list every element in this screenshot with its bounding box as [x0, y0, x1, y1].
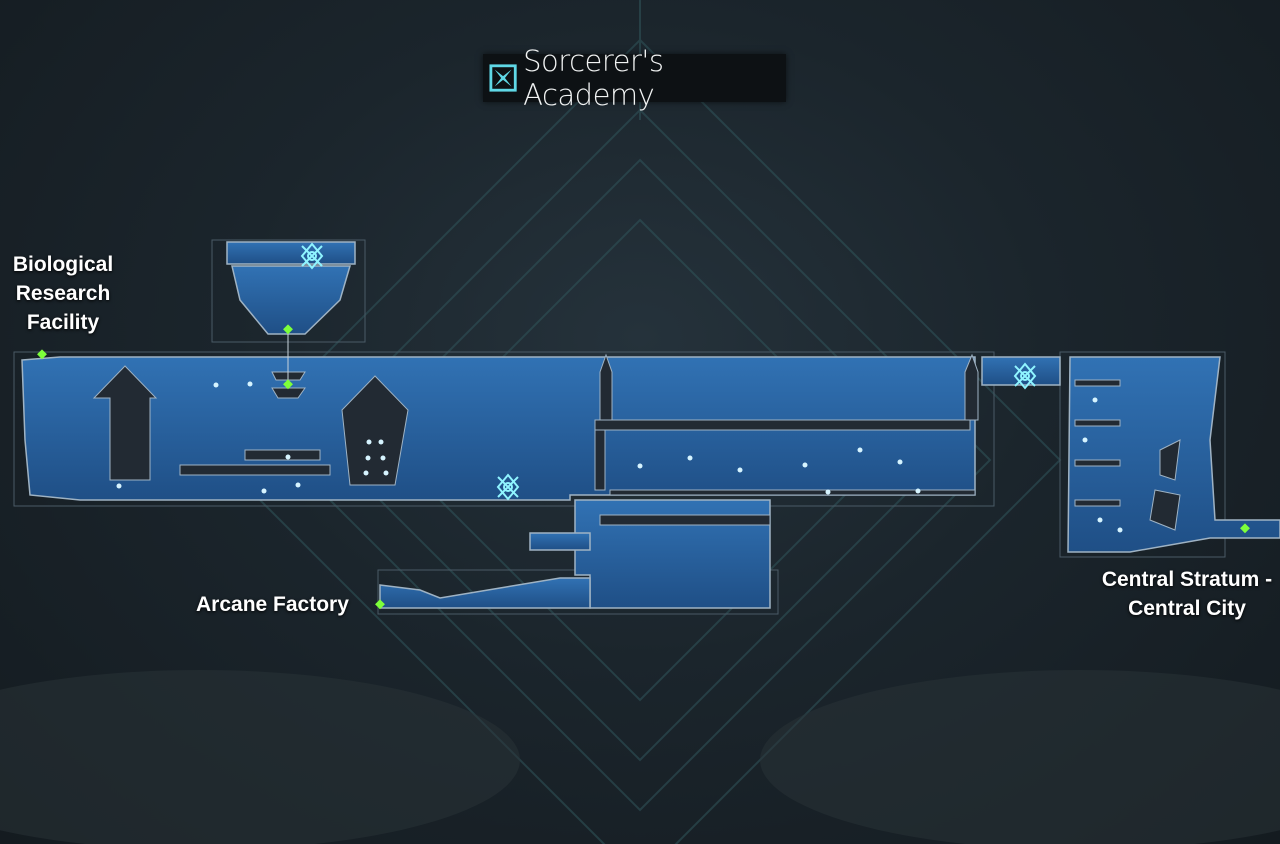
- map-room-upper-chamber: [226, 241, 356, 265]
- map-room-arcane-corridor: [379, 577, 591, 609]
- exit-label-line: Facility: [26, 311, 100, 334]
- exit-label-line: Research: [15, 282, 111, 305]
- save-crystal-icon[interactable]: [300, 242, 324, 270]
- exit-label-line: Arcane Factory: [196, 593, 349, 616]
- map-room-main-hall: [21, 356, 976, 501]
- exit-label-biological-research-facility: Biological Research Facility: [6, 250, 120, 337]
- save-crystal-icon[interactable]: [496, 473, 520, 501]
- exit-label-arcane-factory: Arcane Factory: [196, 590, 349, 619]
- area-title: Sorcerer's Academy: [523, 44, 664, 112]
- exit-marker-icon[interactable]: [283, 324, 293, 335]
- exit-label-line: Biological: [12, 253, 114, 276]
- exit-label-central-stratum: Central Stratum - Central City: [1092, 565, 1280, 623]
- exit-label-line: Central City: [1128, 597, 1246, 620]
- exit-marker-icon[interactable]: [1240, 523, 1250, 534]
- save-crystal-icon[interactable]: [1013, 362, 1037, 390]
- exit-marker-icon[interactable]: [37, 349, 47, 360]
- map-room-lower-side: [529, 532, 591, 551]
- item-orb-icon: [116, 381, 1123, 533]
- exit-marker-icon[interactable]: [283, 379, 293, 390]
- map-room-upper-bowl: [231, 265, 352, 335]
- academy-emblem-icon: [489, 64, 517, 92]
- exit-label-line: Central Stratum -: [1101, 568, 1273, 591]
- area-title-banner: Sorcerer's Academy: [483, 44, 786, 112]
